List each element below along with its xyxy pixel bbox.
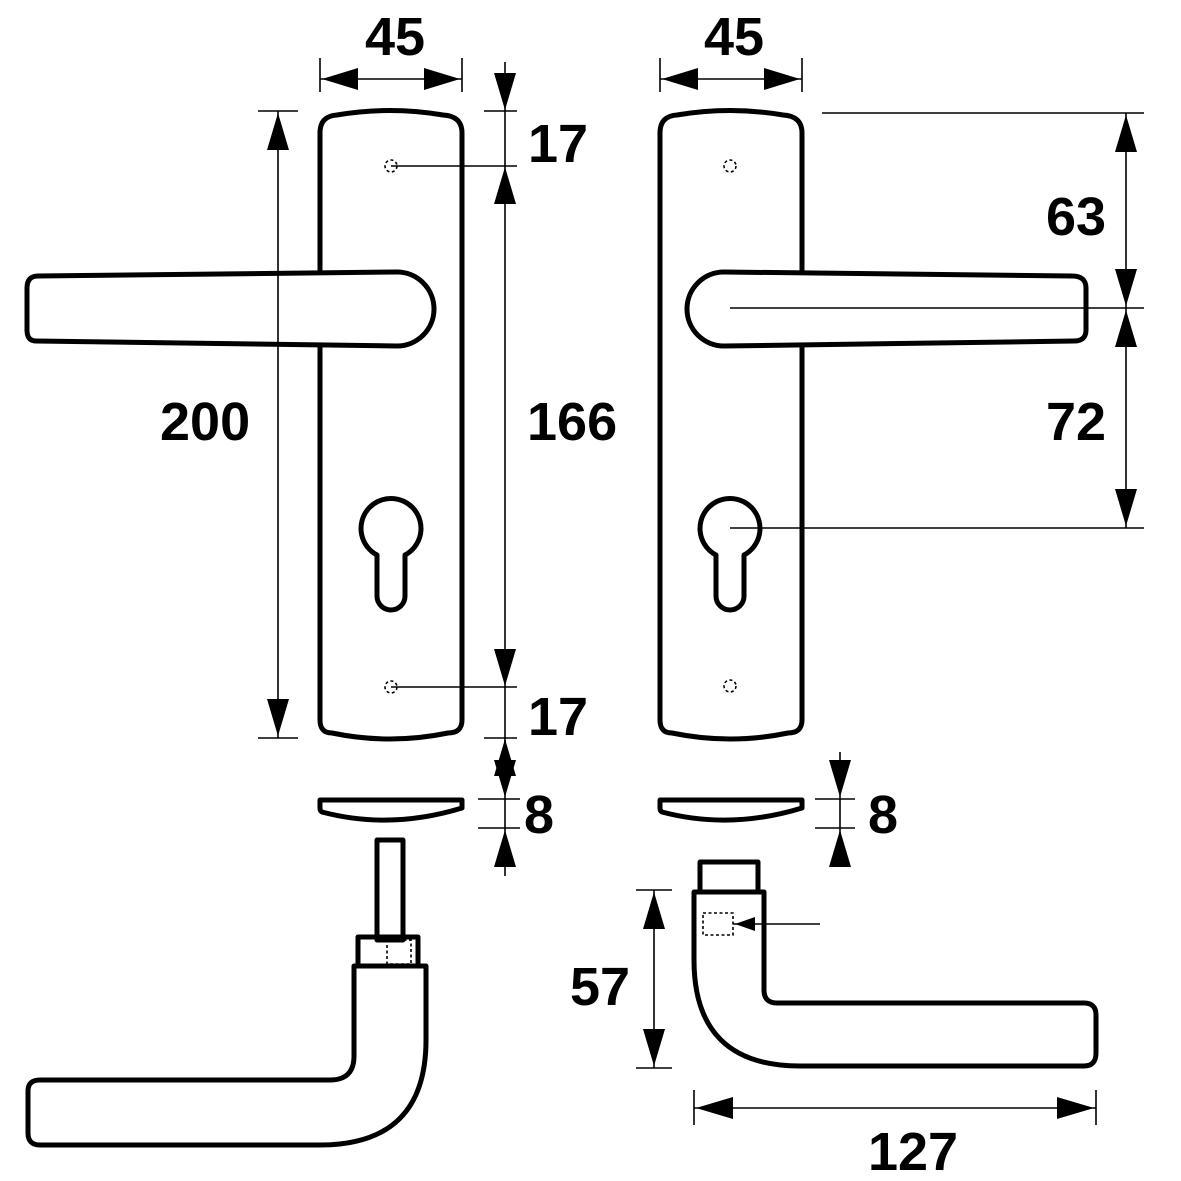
right-rose-view <box>657 752 855 867</box>
dim-plate-height: 200 <box>160 392 250 452</box>
right-dimensions <box>659 58 1144 529</box>
right-back-plate <box>657 108 805 742</box>
right-handle-side-view <box>636 859 1099 1125</box>
dim-left-plate-width: 45 <box>365 7 425 67</box>
left-rose <box>317 797 465 823</box>
dim-handle-to-cylinder: 72 <box>1046 392 1106 452</box>
dim-bottom-hole-offset: 17 <box>528 687 588 747</box>
left-lever-handle <box>24 269 437 349</box>
left-cylinder-hole <box>358 496 424 613</box>
right-lever-handle <box>684 269 1089 349</box>
dim-right-plate-width: 45 <box>704 7 764 67</box>
right-top-screw-hole <box>723 159 737 173</box>
dim-top-to-handle: 63 <box>1046 187 1106 247</box>
left-lever-side <box>25 963 429 1148</box>
dim-top-hole-offset: 17 <box>528 114 588 174</box>
dim-left-rose-thickness: 8 <box>524 785 554 845</box>
right-handle-collar <box>697 859 761 895</box>
left-plate-view <box>24 108 465 742</box>
left-back-plate <box>317 108 465 742</box>
right-rose <box>657 797 805 823</box>
left-rose-view <box>317 740 520 876</box>
left-spindle <box>374 837 406 943</box>
right-lever-side <box>691 889 1099 1069</box>
dim-handle-length: 127 <box>868 1122 958 1181</box>
left-dimensions <box>258 58 517 776</box>
right-bottom-screw-hole <box>723 679 737 693</box>
dim-hole-spacing: 166 <box>527 392 617 452</box>
right-plate-view <box>657 108 1089 742</box>
left-handle-side-view <box>25 837 429 1148</box>
right-cylinder-hole <box>697 496 763 613</box>
dim-handle-height: 57 <box>570 957 630 1017</box>
dim-right-rose-thickness: 8 <box>868 785 898 845</box>
